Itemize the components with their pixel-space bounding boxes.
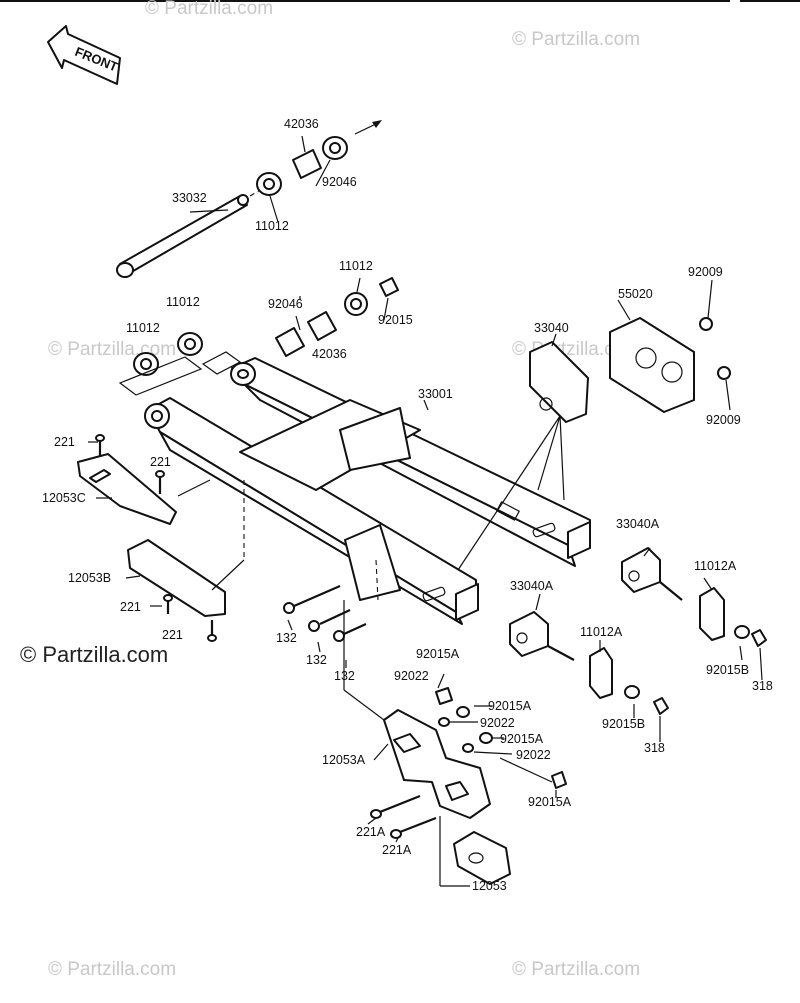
- part-label: 221: [54, 435, 75, 449]
- upper-bushing-group: [256, 136, 348, 196]
- part-label: 92015A: [488, 699, 532, 713]
- part-label: 132: [276, 631, 297, 645]
- part-label: 92015A: [500, 732, 544, 746]
- part-label: 12053A: [322, 753, 366, 767]
- part-label: 33001: [418, 387, 453, 401]
- left-bushing-group: [118, 332, 242, 396]
- part-label: 11012: [126, 321, 160, 335]
- swingarm-body: [144, 357, 591, 625]
- part-label: 33040A: [616, 517, 660, 531]
- part-label: 11012: [166, 295, 200, 309]
- part-label: 92022: [516, 748, 551, 762]
- part-label: 318: [752, 679, 773, 693]
- part-label: 92046: [322, 175, 357, 189]
- part-label: 92009: [688, 265, 723, 279]
- part-label: 92015B: [602, 717, 645, 731]
- part-label: 221: [150, 455, 171, 469]
- part-label: 33032: [172, 191, 207, 205]
- part-label: 42036: [284, 117, 319, 131]
- chain-adjuster-right: [621, 547, 767, 647]
- watermark: © Partzilla.com: [48, 339, 176, 360]
- part-label: 92015A: [528, 795, 572, 809]
- part-label: 221: [162, 628, 183, 642]
- part-label: 11012A: [580, 625, 623, 639]
- mud-guard-plate: [609, 317, 695, 413]
- chain-guide-nuts: [435, 687, 567, 789]
- part-label: 12053: [472, 879, 507, 893]
- part-label: 92022: [480, 716, 515, 730]
- watermark-main: © Partzilla.com: [20, 642, 168, 667]
- part-labels: 42036 33032 11012 92046 11012 11012 9204…: [42, 117, 773, 893]
- watermark: © Partzilla.com: [48, 959, 176, 980]
- guard-12053C: [77, 453, 177, 525]
- watermark: © Partzilla.com: [512, 959, 640, 980]
- right-bushing-group: [275, 277, 399, 357]
- part-label: 221A: [382, 843, 412, 857]
- part-label: 11012A: [694, 559, 737, 573]
- chain-adjuster-left: [509, 611, 669, 715]
- part-label: 92046: [268, 297, 303, 311]
- watermarks: © Partzilla.com © Partzilla.com © Partzi…: [20, 0, 640, 980]
- part-label: 92015B: [706, 663, 749, 677]
- chain-guide-12053: [453, 831, 511, 885]
- part-label: 221A: [356, 825, 386, 839]
- part-label: 12053B: [68, 571, 111, 585]
- part-label: 92015: [378, 313, 413, 327]
- part-label: 12053C: [42, 491, 86, 505]
- chain-guide-12053A: [383, 709, 491, 819]
- part-label: 11012: [339, 259, 373, 273]
- plate-bolts: [699, 317, 731, 380]
- pivot-shaft: [116, 120, 382, 278]
- part-label: 92022: [394, 669, 429, 683]
- part-label: 11012: [255, 219, 289, 233]
- guard-12053B: [127, 539, 226, 617]
- part-label: 132: [306, 653, 327, 667]
- watermark: © Partzilla.com: [512, 29, 640, 50]
- watermark: © Partzilla.com: [145, 0, 273, 19]
- bolts-221: [95, 434, 217, 642]
- front-arrow-icon: FRONT: [47, 25, 121, 85]
- bolts-132: [283, 584, 367, 642]
- part-label: 132: [334, 669, 355, 683]
- part-label: 55020: [618, 287, 653, 301]
- leader-lines: [88, 135, 763, 887]
- part-label: 318: [644, 741, 665, 755]
- part-label: 92015A: [416, 647, 460, 661]
- part-label: 42036: [312, 347, 347, 361]
- bolts-221A: [370, 794, 437, 839]
- part-label: 33040: [534, 321, 569, 335]
- chain-guide-bracket: [529, 341, 589, 423]
- part-label: 33040A: [510, 579, 554, 593]
- part-label: 221: [120, 600, 141, 614]
- part-label: 92009: [706, 413, 741, 427]
